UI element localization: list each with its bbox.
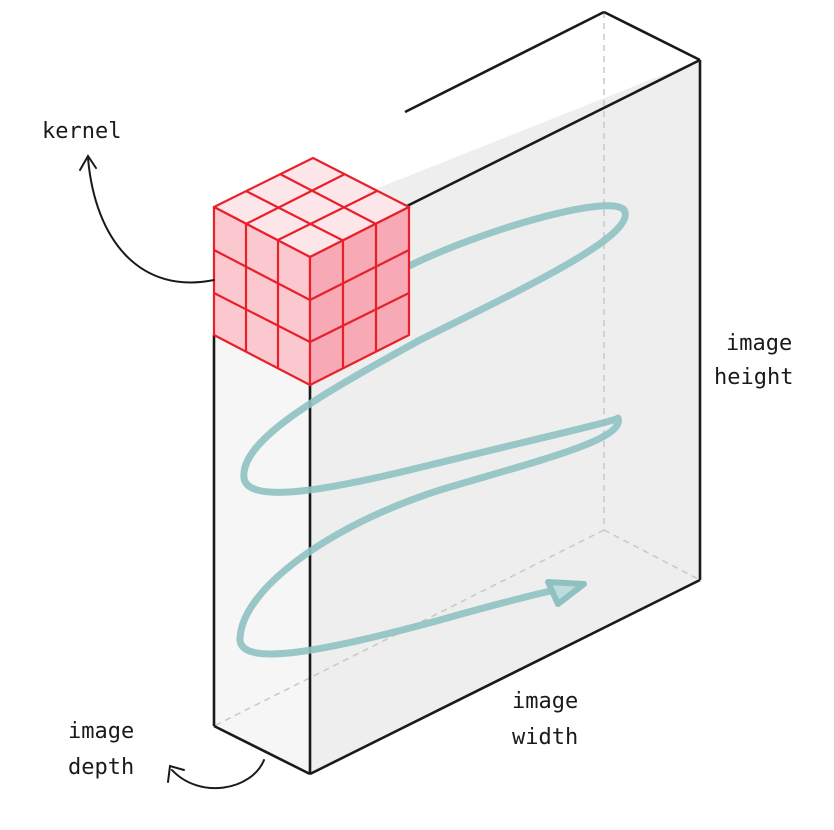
depth-arrowhead [167,764,185,783]
kernel-pointer-arrow [87,157,215,284]
depth-pointer-arrow [171,759,265,790]
label-image-depth-line1: image [68,719,134,744]
label-image-width-line2: width [512,725,578,750]
label-image-height-line2: height [714,365,793,390]
image-volume [212,10,702,776]
kernel-arrowhead [79,154,97,171]
label-kernel: kernel [42,119,121,144]
image-top-face [310,12,700,215]
hidden-edges [213,12,701,727]
annotation-arrows [79,154,265,790]
kernel-cube [212,156,411,387]
visible-edges [212,10,702,776]
path-arrowhead [545,579,587,607]
label-image-height-line1: image [726,331,792,356]
image-side-face [214,335,310,774]
kernel-grid-lines [213,173,410,368]
kernel-sliding-path [236,202,629,658]
label-image-width-line1: image [512,689,578,714]
labels: kernel image height image width image de… [42,119,793,780]
label-image-depth-line2: depth [68,755,134,780]
